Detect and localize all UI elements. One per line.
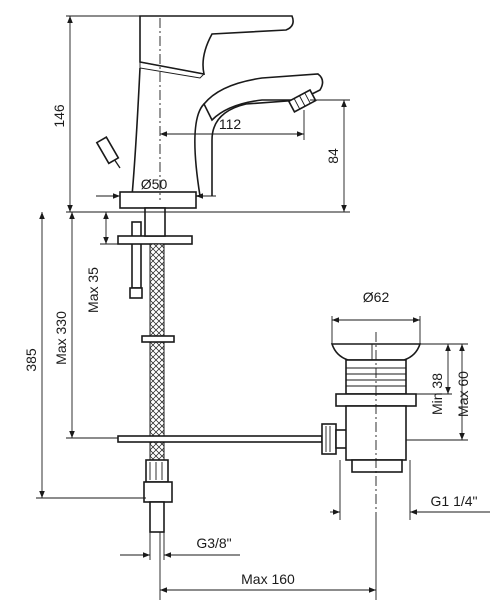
dim-label-max60: Max 60 [455, 371, 471, 417]
dim-label-max160: Max 160 [241, 571, 295, 587]
dim-label-g1-1-4: G1 1/4" [431, 493, 478, 509]
dim-label-max35: Max 35 [85, 267, 101, 313]
dim-label-max330: Max 330 [53, 311, 69, 365]
dim-label-g3-8: G3/8" [196, 535, 231, 551]
dim-label-146: 146 [51, 104, 67, 128]
dim-label-dia62: Ø62 [363, 289, 390, 305]
drain-waste [330, 332, 422, 520]
dim-label-dia50: Ø50 [141, 176, 168, 192]
dim-label-112: 112 [219, 116, 242, 132]
dim-label-84: 84 [325, 148, 341, 164]
dim-label-385: 385 [23, 348, 39, 372]
dim-label-min38: Min 38 [429, 373, 445, 415]
faucet-body [119, 15, 324, 209]
dimension-lines [36, 15, 490, 600]
mounting-and-hoses [117, 207, 193, 533]
popup-rod [95, 136, 143, 299]
